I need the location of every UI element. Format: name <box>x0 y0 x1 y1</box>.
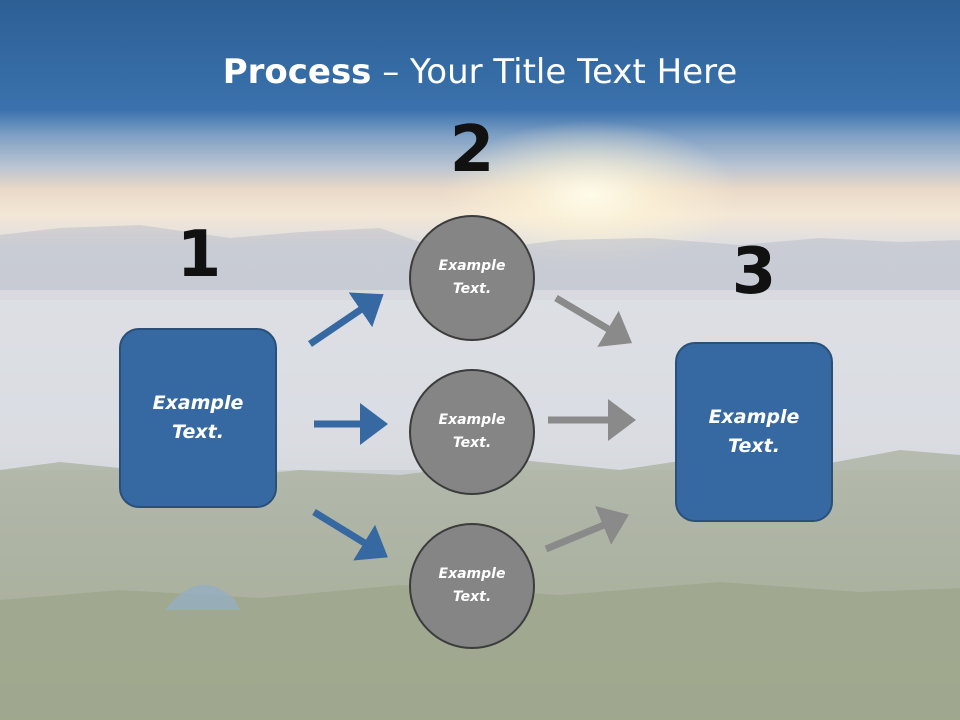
arrow-circle-top-to-box3 <box>554 294 633 347</box>
circle-bottom-text: Example Text. <box>438 566 506 605</box>
step-2-circle-top: Example Text. <box>409 215 535 341</box>
step-3-box-text: Example Text. <box>708 406 800 457</box>
step-1-box-text: Example Text. <box>152 392 244 443</box>
step-2-circle-bottom: Example Text. <box>409 523 535 649</box>
step-number-2: 2 <box>449 113 495 187</box>
circle-top-text: Example Text. <box>438 258 506 297</box>
title-bold: Process <box>222 52 372 92</box>
step-number-3: 3 <box>731 235 777 309</box>
step-3-box: Example Text. <box>675 342 833 522</box>
step-2-circle-middle: Example Text. <box>409 369 535 495</box>
arrow-circle-bottom-to-box3 <box>544 505 629 553</box>
tent-shape <box>165 584 240 610</box>
arrow-box1-to-circle-bottom <box>312 509 388 561</box>
circle-middle-text: Example Text. <box>438 412 506 451</box>
step-1-box: Example Text. <box>119 328 277 508</box>
step-number-1: 1 <box>176 218 222 292</box>
arrow-box1-to-circle-top <box>308 292 384 347</box>
slide-title: Process – Your Title Text Here <box>0 52 960 92</box>
title-rest: – Your Title Text Here <box>371 52 738 92</box>
